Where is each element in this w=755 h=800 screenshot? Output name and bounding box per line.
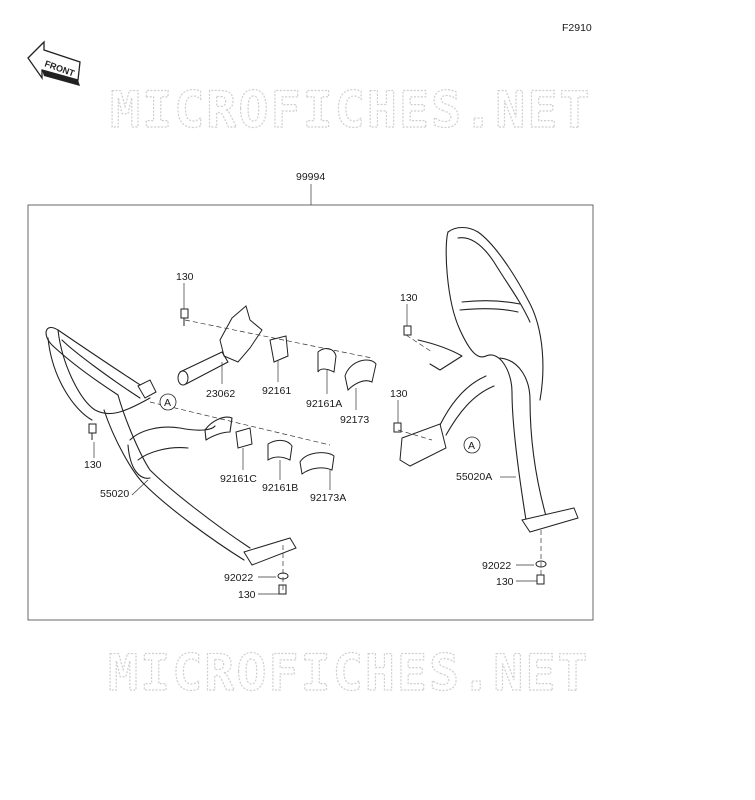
label-92022-left: 92022	[224, 572, 253, 584]
label-92161c: 92161C	[220, 473, 257, 485]
bolt-icon	[88, 423, 97, 440]
clamp-92173a	[299, 452, 335, 475]
assembly-frame	[27, 204, 594, 621]
bolt-icon	[403, 325, 412, 336]
label-130-left: 130	[84, 459, 102, 471]
cushion-92161b	[267, 439, 293, 461]
bolt-icon	[393, 422, 402, 433]
damper	[177, 305, 263, 441]
label-23062: 23062	[206, 388, 235, 400]
bolt-icon	[278, 584, 287, 595]
clamp-92173	[344, 359, 377, 392]
guard-left	[45, 327, 297, 566]
cushion-92161a	[317, 348, 337, 373]
bolt-icon	[536, 574, 545, 585]
label-92161: 92161	[262, 385, 291, 397]
reference-marker-left	[159, 393, 177, 411]
cushion-92161	[269, 335, 289, 363]
label-130-top-left: 130	[176, 271, 194, 283]
label-92161b: 92161B	[262, 482, 298, 494]
label-55020: 55020	[100, 488, 129, 500]
reference-marker-left-label: A	[164, 397, 171, 409]
label-55020a: 55020A	[456, 471, 492, 483]
label-130-bottom-left: 130	[238, 589, 256, 601]
label-130-right-middle: 130	[390, 388, 408, 400]
label-92161a: 92161A	[306, 398, 342, 410]
watermark-top: MICROFICHES.NET	[110, 81, 592, 139]
guard-right	[399, 226, 579, 533]
label-92022-right: 92022	[482, 560, 511, 572]
cushion-92161c	[235, 427, 253, 449]
assembly-number: 99994	[296, 171, 325, 183]
front-arrow-icon: FRONT	[27, 40, 81, 86]
label-130-right-upper: 130	[400, 292, 418, 304]
reference-marker-right-label: A	[468, 440, 475, 452]
reference-marker-right	[463, 436, 481, 454]
label-130-bottom-right: 130	[496, 576, 514, 588]
watermark-bottom: MICROFICHES.NET	[108, 644, 590, 702]
label-92173a: 92173A	[310, 492, 346, 504]
bolt-icon	[180, 308, 189, 326]
label-92173: 92173	[340, 414, 369, 426]
diagram-code: F2910	[562, 22, 592, 34]
